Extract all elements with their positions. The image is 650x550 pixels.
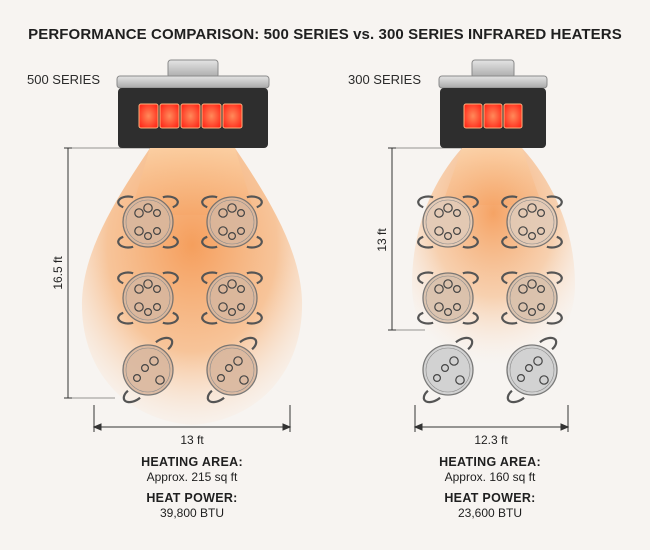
table-300-3 — [417, 271, 479, 325]
height-label-300: 13 ft — [375, 228, 389, 252]
heater-element-500-4 — [201, 103, 222, 129]
table-300-2 — [501, 195, 563, 249]
heater-mount-500 — [167, 59, 219, 79]
heater-element-500-1 — [138, 103, 159, 129]
heat-beam-300 — [442, 148, 542, 205]
heater-element-500-2 — [159, 103, 180, 129]
table-500-4 — [201, 271, 263, 325]
heater-500-group — [64, 59, 303, 432]
width-dimension-500 — [92, 405, 292, 432]
height-label-500: 16.5 ft — [51, 256, 65, 290]
width-dimension-300 — [413, 405, 570, 432]
area-heading-300: HEATING AREA: — [439, 455, 541, 469]
table-500-6 — [206, 336, 258, 404]
heater-element-300-1 — [463, 103, 483, 129]
table-500-1 — [117, 195, 179, 249]
spec-block-300: HEATING AREA: Approx. 160 sq ft HEAT POW… — [380, 455, 600, 521]
area-value-300: Approx. 160 sq ft — [444, 470, 536, 484]
table-500-2 — [201, 195, 263, 249]
power-heading-300: HEAT POWER: — [444, 491, 536, 505]
series-label-300: 300 SERIES — [348, 72, 421, 87]
width-label-500: 13 ft — [180, 433, 204, 447]
area-value-500: Approx. 215 sq ft — [146, 470, 238, 484]
spec-block-500: HEATING AREA: Approx. 215 sq ft HEAT POW… — [82, 455, 302, 521]
heater-element-300-2 — [483, 103, 503, 129]
page-title: PERFORMANCE COMPARISON: 500 SERIES vs. 3… — [28, 26, 622, 43]
heater-element-300-3 — [503, 103, 523, 129]
table-300-1 — [417, 195, 479, 249]
power-heading-500: HEAT POWER: — [146, 491, 238, 505]
power-value-300: 23,600 BTU — [457, 506, 523, 520]
width-label-300: 12.3 ft — [474, 433, 508, 447]
table-300-6 — [506, 336, 558, 404]
power-value-500: 39,800 BTU — [159, 506, 225, 520]
tables-layer — [117, 195, 563, 404]
heater-mount-300 — [471, 59, 515, 79]
heater-cap-300 — [438, 75, 548, 89]
table-500-5 — [122, 336, 174, 404]
heater-element-500-3 — [180, 103, 201, 129]
table-300-5 — [422, 336, 474, 404]
area-heading-500: HEATING AREA: — [141, 455, 243, 469]
heater-cap-500 — [116, 75, 270, 89]
table-500-3 — [117, 271, 179, 325]
table-300-4 — [501, 271, 563, 325]
height-dimension-500 — [64, 147, 150, 399]
heater-element-500-5 — [222, 103, 243, 129]
height-dimension-300 — [388, 147, 462, 331]
series-label-500: 500 SERIES — [27, 72, 100, 87]
